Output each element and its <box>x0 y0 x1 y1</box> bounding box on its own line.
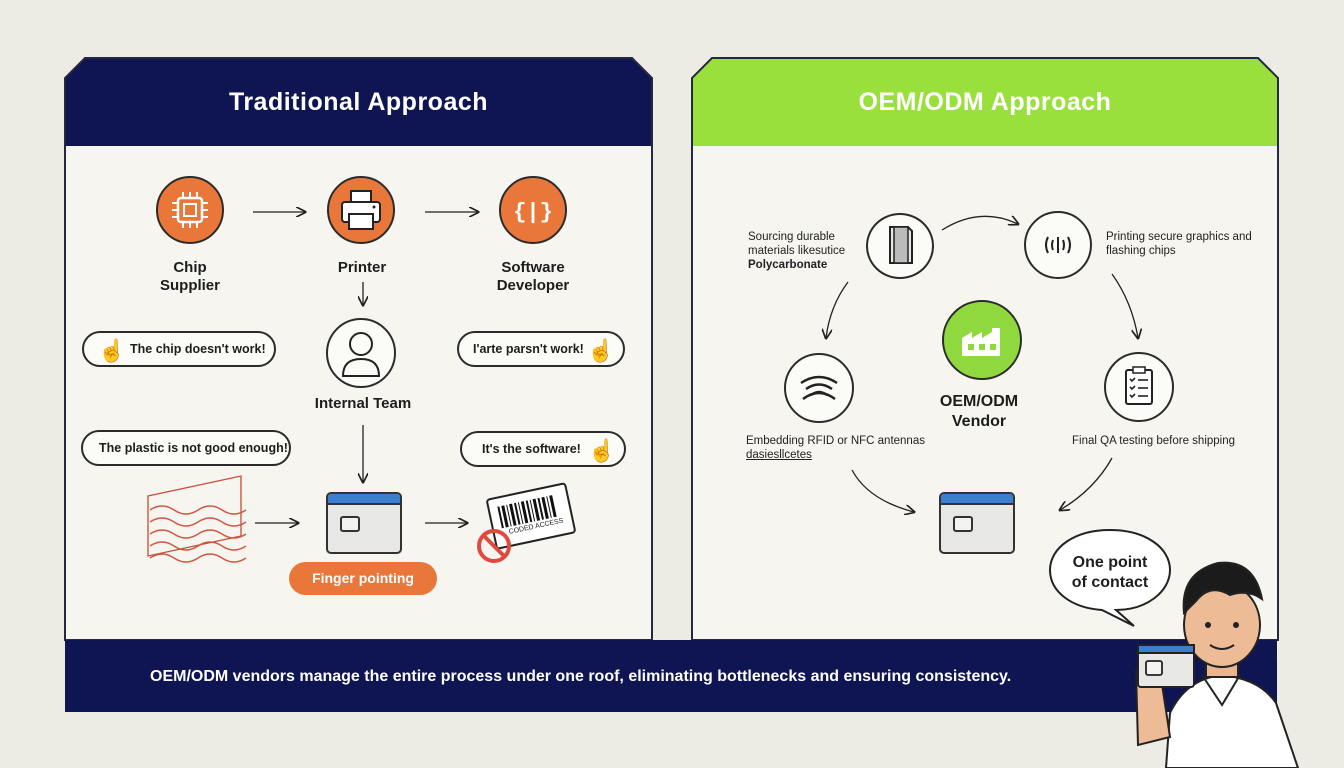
wireless-antenna-icon <box>800 375 838 401</box>
oem-vendor-node <box>942 300 1022 380</box>
barcode-icon <box>497 495 557 529</box>
summary-banner <box>65 640 1277 712</box>
chip-icon <box>172 192 208 228</box>
traditional-header <box>65 58 652 146</box>
printing-line-1: Printing secure graphics and <box>1106 231 1252 243</box>
nfc-signal-icon <box>1045 236 1071 254</box>
summary-banner-text: OEM/ODM vendors manage the entire proces… <box>150 668 1012 685</box>
bubble-software-complaint: It's the software! ☝ <box>460 431 626 467</box>
printing-text: Printing secure graphics and flashing ch… <box>1106 230 1252 258</box>
printing-line-2: flashing chips <box>1106 245 1176 257</box>
printer-label: Printer <box>337 259 387 276</box>
bubble-printer-complaint: I'arte parsn't work! ☝ <box>457 331 625 367</box>
bubble-chip-complaint: ☝ The chip doesn't work! <box>82 331 276 367</box>
embedding-line-1: Embedding RFID or NFC antennas <box>746 435 925 447</box>
pointing-hand-icon: ☝ <box>98 338 126 363</box>
sourcing-line-2: materials likesutice <box>748 245 846 257</box>
bubble-chip-text: The chip doesn't work! <box>130 342 266 356</box>
sourcing-line-1: Sourcing durable <box>748 231 835 243</box>
person-icon <box>341 332 381 377</box>
card-chip <box>340 516 360 532</box>
speech-bubble-shape <box>1048 528 1172 627</box>
embedding-text: Embedding RFID or NFC antennas dasiesllc… <box>746 434 925 462</box>
card-chip <box>953 516 973 532</box>
bubble-plastic-complaint: The plastic is not good enough! <box>81 430 291 466</box>
traditional-title: Traditional Approach <box>228 88 489 116</box>
svg-text:{|}: {|} <box>513 200 553 225</box>
finger-pointing-pill: Finger pointing <box>289 562 437 595</box>
internal-team-label: Internal Team <box>314 395 412 412</box>
embedding-node <box>784 353 854 423</box>
code-icon: {|} <box>513 200 553 225</box>
traditional-card-icon <box>326 492 402 554</box>
plastic-sheet-icon <box>147 475 247 563</box>
bubble-plastic-text: The plastic is not good enough! <box>99 441 288 455</box>
software-developer-label: Software Developer <box>496 259 570 294</box>
pointing-hand-icon: ☝ <box>588 438 616 463</box>
sourcing-text: Sourcing durable materials likesutice Po… <box>748 230 845 272</box>
sourcing-node <box>866 213 934 279</box>
person-with-card-illustration <box>1134 561 1300 768</box>
checklist-icon <box>1125 366 1153 405</box>
printer-node <box>327 176 395 244</box>
internal-team-node <box>326 318 396 388</box>
polycarbonate-sheet-icon <box>889 226 913 264</box>
sourcing-line-3: Polycarbonate <box>748 259 828 271</box>
printing-node <box>1024 211 1092 279</box>
qa-node <box>1104 352 1174 422</box>
barcode-card-icon: CODED ACCESS <box>485 482 577 550</box>
speech-bubble-text: One point of contact <box>1071 554 1149 591</box>
qa-text: Final QA testing before shipping <box>1072 435 1236 447</box>
oem-panel: OEM/ODM Approach <box>692 58 1278 658</box>
card-stripe <box>941 494 1013 505</box>
oem-vendor-label: OEM/ODM Vendor <box>939 393 1019 430</box>
printer-icon <box>341 190 381 230</box>
software-developer-node: {|} <box>499 176 567 244</box>
embedding-line-2: dasiesllcetes <box>746 449 812 461</box>
pointing-hand-icon: ☝ <box>587 338 615 363</box>
bubble-software-text: It's the software! <box>482 442 581 456</box>
chip-supplier-node <box>156 176 224 244</box>
bubble-printer-text: I'arte parsn't work! <box>473 342 584 356</box>
prohibited-icon <box>477 529 511 563</box>
oem-header <box>692 58 1278 146</box>
oem-title: OEM/ODM Approach <box>858 88 1112 116</box>
oem-card-icon <box>939 492 1015 554</box>
card-stripe <box>328 494 400 505</box>
chip-supplier-label: Chip Supplier <box>159 259 220 294</box>
factory-icon <box>962 328 1000 356</box>
